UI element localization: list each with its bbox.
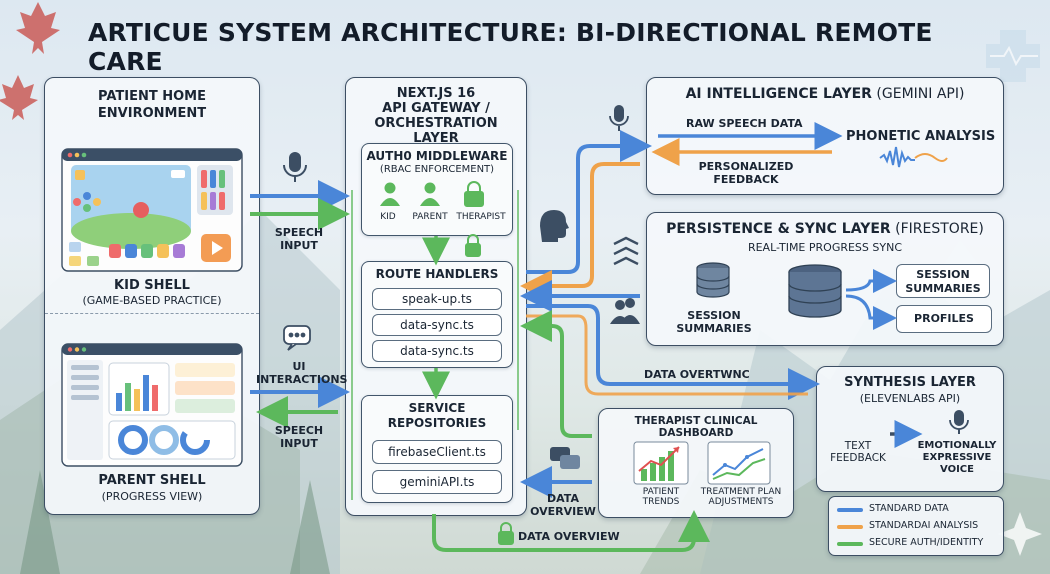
legend-label-standard-data: STANDARD DATA xyxy=(869,503,949,514)
role-parent: PARENT xyxy=(412,212,448,222)
gateway-heading-line2: API GATEWAY / xyxy=(382,101,490,116)
parent-shell-subtitle: (PROGRESS VIEW) xyxy=(101,490,203,503)
session-summaries-box-line2: SUMMARIES xyxy=(905,282,981,295)
patient-home-panel: PATIENT HOME ENVIRONMENT KID SHELL (GAME… xyxy=(44,77,260,515)
speech-input-b-line1: SPEECH xyxy=(274,424,324,437)
synthesis-subtitle: (ELEVENLABS API) xyxy=(859,392,961,405)
data-overtwnc-label: DATA OVERTWNC xyxy=(644,368,750,381)
route-data-sync-1: data-sync.ts xyxy=(372,314,502,336)
route-handlers-title: ROUTE HANDLERS xyxy=(375,267,499,281)
persistence-title-paren: (FIRESTORE) xyxy=(895,221,984,237)
patient-trends-chart-icon xyxy=(633,441,689,485)
raw-speech-label: RAW SPEECH DATA xyxy=(686,117,803,130)
legend-label-secure-auth: SECURE AUTH/IDENTITY xyxy=(869,537,984,548)
legend-label-ai-analysis: STANDARDAI ANALYSIS xyxy=(869,520,979,531)
gateway-heading-line1: NEXT.JS 16 xyxy=(396,86,476,101)
session-summaries-box: SESSION SUMMARIES xyxy=(896,264,990,298)
voice-line2: EXPRESSIVE xyxy=(922,452,992,463)
persistence-subtitle: REAL-TIME PROGRESS SYNC xyxy=(747,241,903,254)
db-session-summaries-label: SESSION SUMMARIES xyxy=(670,309,758,335)
patient-trends-line1: PATIENT xyxy=(642,487,680,497)
treatment-plan-line2: ADJUSTMENTS xyxy=(708,497,774,507)
data-overview-label: DATA OVERVIEW xyxy=(530,492,596,518)
service-repositories-box: SERVICE REPOSITORIES firebaseClient.ts g… xyxy=(361,395,513,503)
phonetic-analysis-label: PHONETIC ANALYSIS xyxy=(846,129,996,144)
ai-title-paren: (GEMINI API) xyxy=(876,86,965,102)
role-kid: KID xyxy=(380,212,396,222)
synthesis-title: SYNTHESIS LAYER xyxy=(844,375,976,390)
panel-divider xyxy=(45,313,259,314)
legend-swatch-standard-data xyxy=(837,508,863,512)
legend: STANDARD DATA STANDARDAI ANALYSIS SECURE… xyxy=(828,496,1004,556)
treatment-plan-chart-icon xyxy=(707,441,771,485)
service-firebase-client: firebaseClient.ts xyxy=(372,440,502,464)
auth0-middleware-box: AUTH0 MIDDLEWARE (RBAC ENFORCEMENT) KID … xyxy=(361,143,513,236)
patient-trends-line2: TRENDS xyxy=(642,497,680,507)
role-icons xyxy=(380,181,484,207)
text-feedback-label: TEXT FEEDBACK xyxy=(826,440,890,464)
kid-tablet-mockup xyxy=(61,148,243,272)
auth0-subtitle: (RBAC ENFORCEMENT) xyxy=(379,164,495,175)
personalized-feedback-label: PERSONALIZED FEEDBACK xyxy=(688,160,804,186)
kid-user-icon xyxy=(380,182,400,206)
role-therapist: THERAPIST xyxy=(456,212,506,222)
ui-interactions-label: UI INTERACTIONS xyxy=(256,360,348,386)
db-label-line2: SUMMARIES xyxy=(676,322,752,335)
speech-input-label-b: SPEECH INPUT xyxy=(264,424,334,450)
gateway-heading-line3: ORCHESTRATION LAYER xyxy=(374,116,498,146)
parent-shell-title: PARENT SHELL xyxy=(98,473,206,488)
ui-interactions-line1: UI xyxy=(292,360,306,373)
voice-line1: EMOTIONALLY xyxy=(917,440,997,451)
expressive-voice-label: EMOTIONALLY EXPRESSIVE VOICE xyxy=(912,440,1002,476)
legend-swatch-secure-auth xyxy=(837,542,863,546)
route-data-sync-2: data-sync.ts xyxy=(372,340,502,362)
persistence-title: PERSISTENCE & SYNC LAYER (FIRESTORE) xyxy=(647,221,1003,237)
route-speak-up: speak-up.ts xyxy=(372,288,502,310)
route-handlers-box: ROUTE HANDLERS speak-up.ts data-sync.ts … xyxy=(361,261,513,368)
page-title: ARTICUE SYSTEM ARCHITECTURE: BI-DIRECTIO… xyxy=(88,18,933,76)
services-title-line2: REPOSITORIES xyxy=(387,416,487,430)
session-summaries-box-line1: SESSION xyxy=(916,268,970,281)
ai-title: AI INTELLIGENCE LAYER (GEMINI API) xyxy=(647,86,1003,102)
profiles-box: PROFILES xyxy=(896,305,992,333)
text-feedback-line1: TEXT xyxy=(844,440,872,452)
db-label-line1: SESSION xyxy=(687,309,741,322)
services-title-line1: SERVICE xyxy=(408,401,466,415)
feedback-line2: FEEDBACK xyxy=(713,173,779,186)
speech-input-b-line2: INPUT xyxy=(280,437,318,450)
medical-cross-icon xyxy=(986,30,1040,82)
parent-tablet-mockup xyxy=(61,343,243,467)
persistence-title-main: PERSISTENCE & SYNC LAYER xyxy=(666,221,891,237)
dashboard-title: THERAPIST CLINICAL DASHBOARD xyxy=(634,415,758,439)
service-gemini-api: geminiAPI.ts xyxy=(372,470,502,494)
ai-title-main: AI INTELLIGENCE LAYER xyxy=(685,86,872,102)
voice-line3: VOICE xyxy=(940,464,974,475)
parent-user-icon xyxy=(420,182,440,206)
speech-input-a-line1: SPEECH xyxy=(274,226,324,239)
data-overview-line2: OVERVIEW xyxy=(530,505,596,518)
ui-interactions-line2: INTERACTIONS xyxy=(256,373,348,386)
speech-input-label-a: SPEECH INPUT xyxy=(264,226,334,252)
data-overview-line1: DATA xyxy=(547,492,579,505)
patient-trends-label: PATIENT TRENDS xyxy=(625,487,697,507)
legend-swatch-ai-analysis xyxy=(837,525,863,529)
treatment-plan-line1: TREATMENT PLAN xyxy=(700,487,782,497)
padlock-icon xyxy=(464,181,484,207)
text-feedback-line2: FEEDBACK xyxy=(830,452,886,464)
feedback-line1: PERSONALIZED xyxy=(698,160,794,173)
auth0-title: AUTH0 MIDDLEWARE xyxy=(366,149,508,163)
therapist-dashboard-panel: THERAPIST CLINICAL DASHBOARD PATIENT TRE… xyxy=(598,408,794,518)
treatment-plan-label: TREATMENT PLAN ADJUSTMENTS xyxy=(695,487,787,507)
data-overview-bottom-label: DATA OVERVIEW xyxy=(518,530,620,543)
maple-leaf-icon xyxy=(0,2,60,120)
tree-group xyxy=(20,470,330,574)
patient-heading: PATIENT HOME ENVIRONMENT xyxy=(97,89,207,121)
speech-input-a-line2: INPUT xyxy=(280,239,318,252)
kid-shell-subtitle: (GAME-BASED PRACTICE) xyxy=(82,294,222,307)
kid-shell-title: KID SHELL xyxy=(114,278,190,293)
sparkle-icon xyxy=(998,512,1042,556)
